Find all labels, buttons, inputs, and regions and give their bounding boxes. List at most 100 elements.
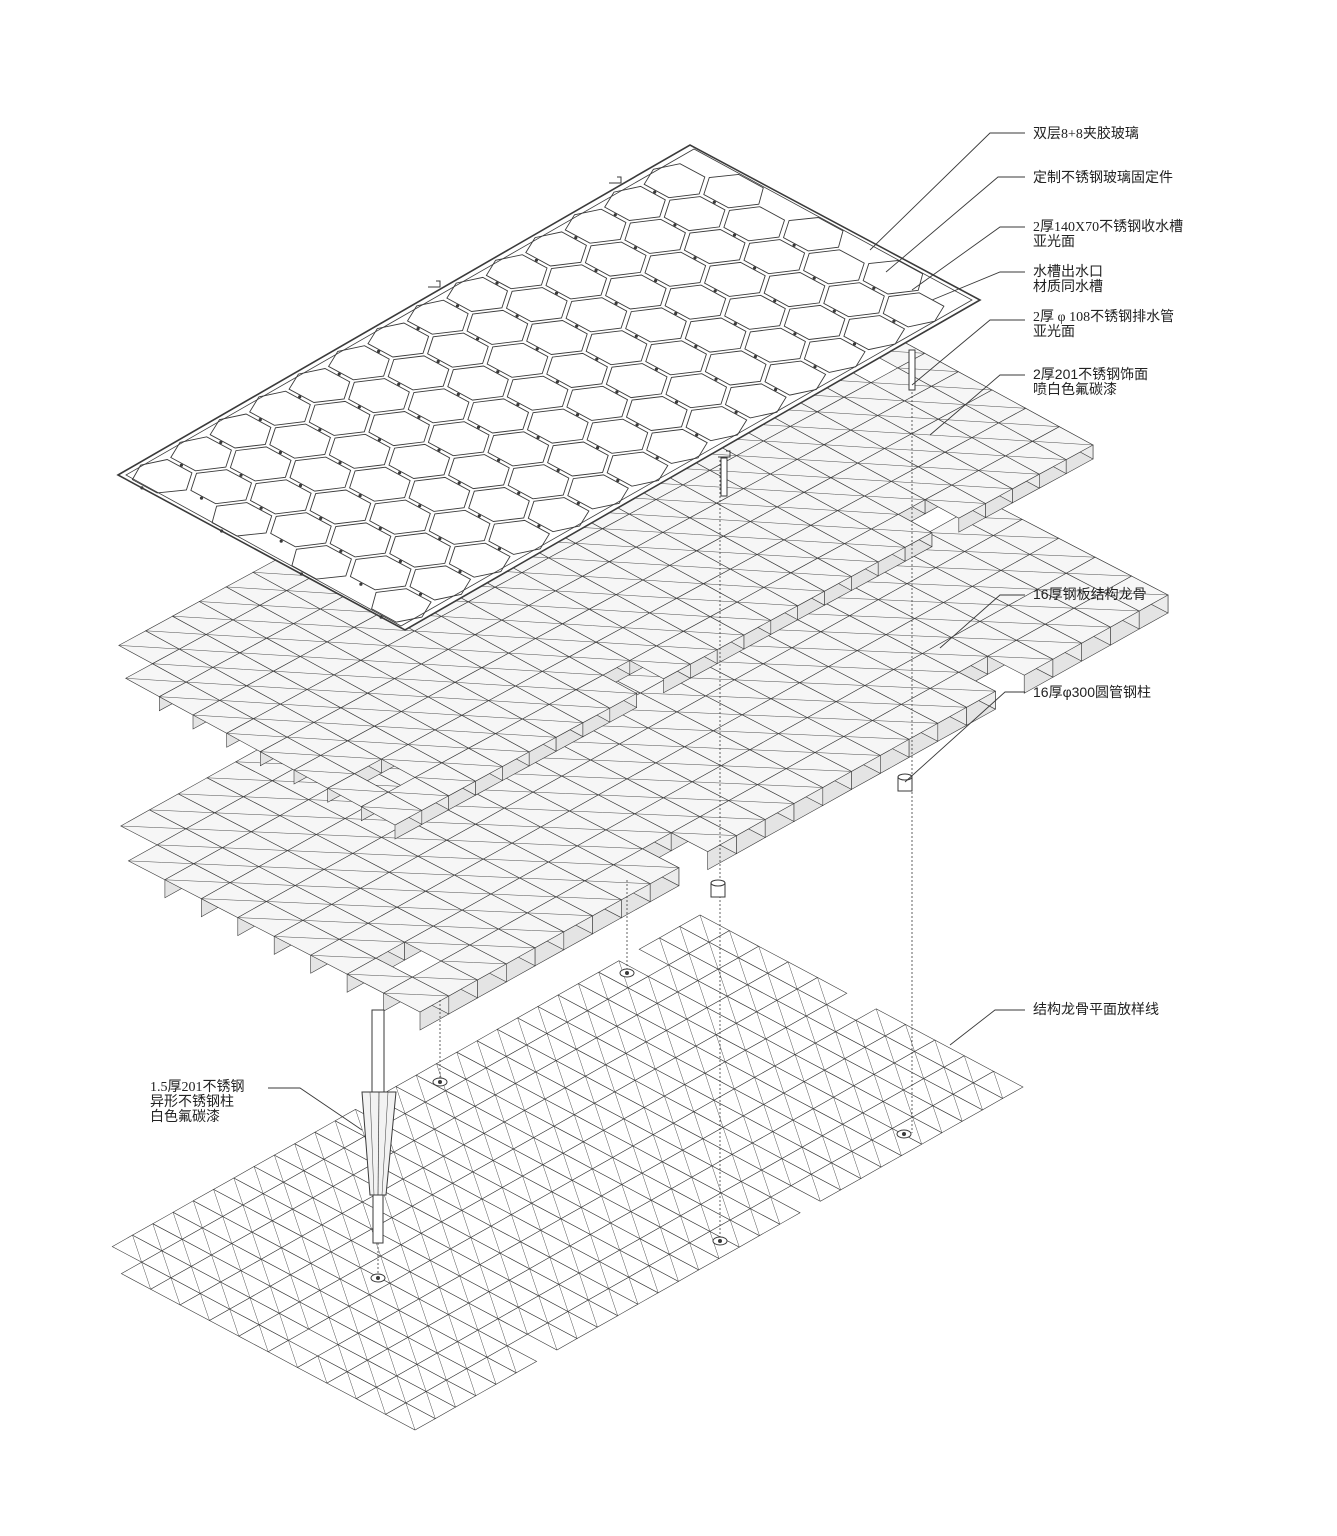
glass-fixing-point [358,494,362,498]
label-cladding-line2: 喷白色氟碳漆 [1033,381,1117,397]
glass-hex-cell [882,292,945,328]
label-drain-line1: 2厚 φ 108不锈钢排水管 [1033,309,1174,325]
glass-hex-cell [291,545,352,580]
glass-fixing-point [832,309,836,313]
glass-hex-cell [743,239,806,275]
glass-fixing-point [595,357,599,361]
glass-fixing-point [457,481,461,485]
glass-hex-cell [408,476,471,512]
glass-fixing-point [733,322,737,326]
label-outlet-line2: 材质同水槽 [1033,279,1103,295]
leader-lines [268,132,1025,1131]
glass-hex-cell [526,320,588,355]
glass-fixing-point [437,448,441,452]
glass-fixing-point [220,529,224,533]
glass-hex-cell [308,400,371,436]
glass-fixing-point [596,446,600,450]
glass-hex-cell [270,512,332,548]
glass-fixing-point [436,359,440,364]
glass-hex-cell [190,469,253,505]
glass-hex-cell [329,522,392,558]
leader-special-column [268,1087,363,1131]
glass-hex-cell [269,423,331,459]
glass-fixing-point [654,367,659,371]
glass-fixing-point [734,410,738,414]
glass-fixing-point [279,539,283,543]
glass-hex-cell [506,375,569,411]
glass-fixing-point [377,438,381,442]
glass-hex-cell [625,307,687,343]
glass-fixing-point [653,190,657,194]
glass-hex-cell [744,327,806,363]
glass-fixing-point [298,483,303,488]
glass-hex-cell [289,456,352,492]
keel-block [843,720,910,774]
leader-fixing [885,176,1025,273]
glass-hex-cell [388,443,451,479]
glass-hex-cell [646,428,708,464]
glass-fixing-point [615,390,619,394]
glass-hex-cell [683,229,746,264]
glass-hex-cell [547,441,609,477]
glass-fixing-point [674,400,679,404]
glass-roof-outline [116,144,982,631]
glass-fixing-point [239,473,243,477]
glass-hex-cell [685,406,748,442]
glass-fixing-point [378,526,382,531]
glass-fixing-point [337,372,341,376]
keel-block [1015,623,1083,678]
leader-glass [869,132,1025,251]
glass-hex-cell [288,368,351,403]
steel-column-top [710,879,726,887]
glass-fixing-point [477,514,481,518]
glass-fixing-point [359,582,363,586]
keel-block [613,848,680,903]
glass-fixing-point [298,395,302,399]
glass-hex-cell [328,433,391,469]
label-special-column-line2: 异形不锈钢柱 [150,1094,234,1110]
label-glass-line1: 双层8+8夹胶玻璃 [1033,125,1139,142]
glass-fixing-point [574,236,578,240]
glass-hex-cell [704,261,766,297]
glass-fixing-point [438,537,442,541]
glass-fixing-point [318,428,322,432]
glass-fixing-point [634,334,638,338]
keel-block [987,639,1054,694]
glass-hex-cell [545,264,608,300]
glass-fixing-point [219,440,223,444]
glass-hex-cell [505,287,568,323]
glass-fixing-point [694,344,698,348]
glass-fixing-point [258,418,262,422]
glass-hex-cell [371,588,432,623]
glass-fixing-point [497,547,501,551]
glass-hex-cell [764,360,827,396]
leader-cladding [929,374,1025,436]
glass-fixing-point [633,246,638,250]
keel-block [814,736,881,790]
glass-fixing-point [792,243,796,247]
glass-hex-pattern [131,163,945,623]
drain-pipe [720,457,728,497]
glass-fixing-point [416,327,420,331]
cladding-block [360,791,423,840]
keel-block [526,896,594,951]
glass-hex-cell [645,340,707,376]
glass-hex-cell [507,464,570,500]
cladding-block [629,645,691,694]
keel-block [440,944,507,999]
glass-hex-cell [782,217,844,252]
glass-hex-cell [486,342,549,378]
glass-fixing-point [732,233,737,237]
glass-hex-cell [862,260,924,295]
cladding-block [843,528,906,577]
glass-fixing-point [534,258,539,262]
glass-fixing-point [319,516,323,521]
label-gutter-line1: 2厚140X70不锈钢收水槽 [1033,219,1183,235]
glass-hex-cell [783,304,846,340]
glass-fixing-point [695,433,699,437]
leader-outlet [931,271,1025,301]
glass-fixing-point [398,471,402,475]
glass-fixing-point [476,425,481,429]
label-keel-line1: 16厚钢板结构龙骨 [1033,586,1147,602]
glass-hex-cell [606,451,669,487]
